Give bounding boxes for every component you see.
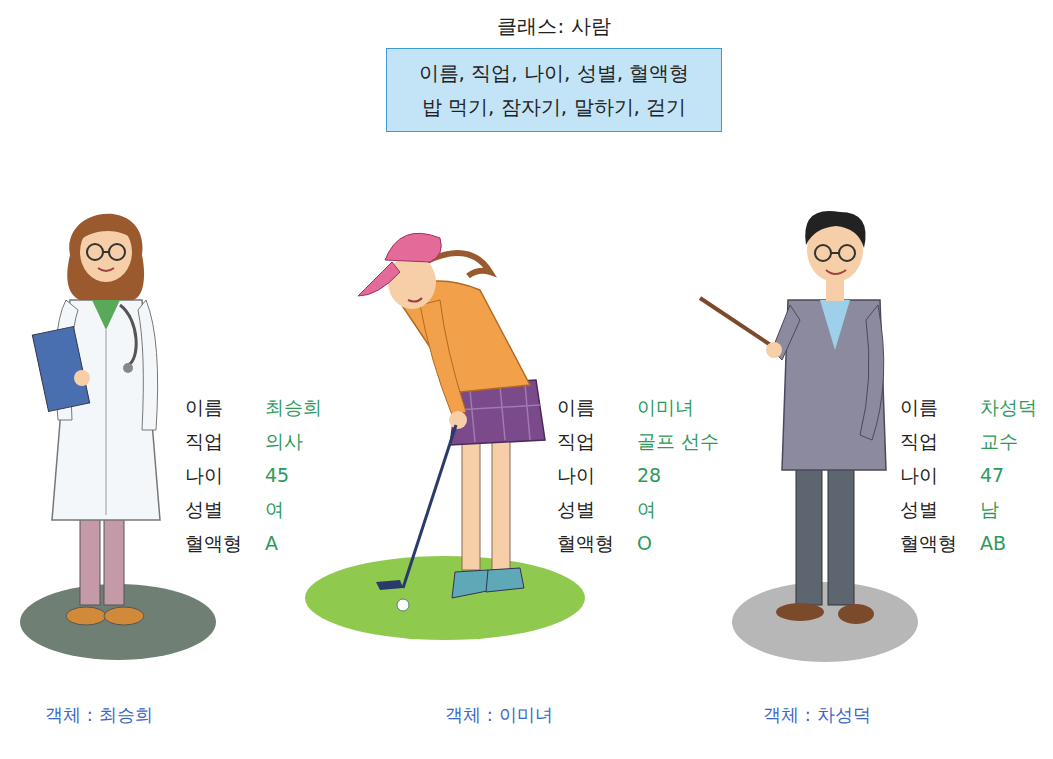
object-caption: 객체 : 이미녀 <box>445 703 553 727</box>
object-caption: 객체 : 최승희 <box>45 703 153 727</box>
attribute-value: 여 <box>637 497 656 521</box>
illustration-part <box>388 255 436 309</box>
class-member-box: 이름, 직업, 나이, 성별, 혈액형밥 먹기, 잠자기, 말하기, 걷기 <box>386 48 722 132</box>
illustration-part <box>92 300 120 330</box>
attribute-name: 성별 <box>185 497 223 521</box>
illustration-part <box>397 599 409 611</box>
illustration-part <box>385 233 441 262</box>
illustration-part <box>103 251 109 253</box>
object-caption: 객체 : 차성덕 <box>763 703 871 727</box>
golfer-figure <box>305 233 585 640</box>
illustration-part <box>838 604 874 624</box>
illustration-part <box>492 440 510 570</box>
illustration-part <box>66 607 106 625</box>
illustration-part <box>32 326 89 411</box>
class-member-line: 이름, 직업, 나이, 성별, 혈액형 <box>413 56 695 90</box>
attribute-value: AB <box>980 531 1006 555</box>
illustration-part <box>776 603 824 621</box>
attribute-name: 직업 <box>900 429 938 453</box>
illustration-part <box>67 214 144 300</box>
attribute-value: 45 <box>265 463 289 487</box>
illustration-part <box>462 440 480 570</box>
illustration-part <box>106 330 107 515</box>
attribute-value: 이미녀 <box>637 395 694 419</box>
illustration-part <box>700 298 775 348</box>
illustration-part <box>839 245 855 261</box>
illustration-part <box>138 300 158 430</box>
class-member-line: 밥 먹기, 잠자기, 말하기, 걷기 <box>413 90 695 124</box>
illustration-part <box>104 515 124 605</box>
attribute-name: 나이 <box>185 463 223 487</box>
attribute-value: 골프 선수 <box>637 429 719 453</box>
professor-figure <box>700 211 918 662</box>
attribute-value: 의사 <box>265 429 303 453</box>
illustration-part <box>80 220 134 240</box>
illustration-part <box>831 252 839 254</box>
attribute-value: O <box>637 531 652 555</box>
attribute-value: 차성덕 <box>980 395 1037 419</box>
attribute-value: 여 <box>265 497 284 521</box>
attribute-name: 나이 <box>557 463 595 487</box>
illustration-part <box>358 262 400 296</box>
illustration-part <box>732 582 918 662</box>
illustration-part <box>828 455 854 605</box>
attribute-value: A <box>265 531 278 555</box>
illustration-part <box>87 244 103 260</box>
illustration-part <box>486 568 524 592</box>
illustration-part <box>403 425 456 588</box>
illustration-part <box>305 556 585 640</box>
illustration-part <box>826 270 846 274</box>
illustration-part <box>766 342 782 358</box>
attribute-name: 성별 <box>557 497 595 521</box>
attribute-name: 나이 <box>900 463 938 487</box>
illustration-part <box>805 211 865 248</box>
illustration-part <box>420 300 466 415</box>
illustration-part <box>74 370 90 386</box>
illustration-part <box>104 607 144 625</box>
illustration-part <box>408 298 422 302</box>
attribute-name: 혈액형 <box>900 531 957 555</box>
attribute-name: 혈액형 <box>185 531 242 555</box>
illustration-part <box>452 570 492 598</box>
class-heading: 클래스: 사람 <box>386 12 722 40</box>
attribute-name: 이름 <box>900 395 938 419</box>
illustration-part <box>80 515 100 605</box>
attribute-name: 이름 <box>557 395 595 419</box>
illustration-part <box>109 244 125 260</box>
illustration-part <box>815 245 831 261</box>
attribute-name: 직업 <box>557 429 595 453</box>
attribute-value: 최승희 <box>265 395 322 419</box>
illustration-part <box>455 384 540 442</box>
attribute-value: 교수 <box>980 429 1018 453</box>
attribute-name: 성별 <box>900 497 938 521</box>
attribute-value: 28 <box>637 463 661 487</box>
illustration-part <box>449 411 467 429</box>
attribute-value: 남 <box>980 497 999 521</box>
illustration-part <box>120 305 136 365</box>
class-box: 클래스: 사람이름, 직업, 나이, 성별, 혈액형밥 먹기, 잠자기, 말하기… <box>386 12 722 132</box>
illustration-part <box>820 300 850 350</box>
attribute-name: 혈액형 <box>557 531 614 555</box>
illustration-part <box>123 363 133 373</box>
attribute-name: 직업 <box>185 429 223 453</box>
attribute-name: 이름 <box>185 395 223 419</box>
attribute-value: 47 <box>980 463 1004 487</box>
illustration-part <box>98 268 114 271</box>
illustration-part <box>796 455 822 605</box>
illustration-part <box>860 305 884 440</box>
illustration-part <box>376 580 403 590</box>
